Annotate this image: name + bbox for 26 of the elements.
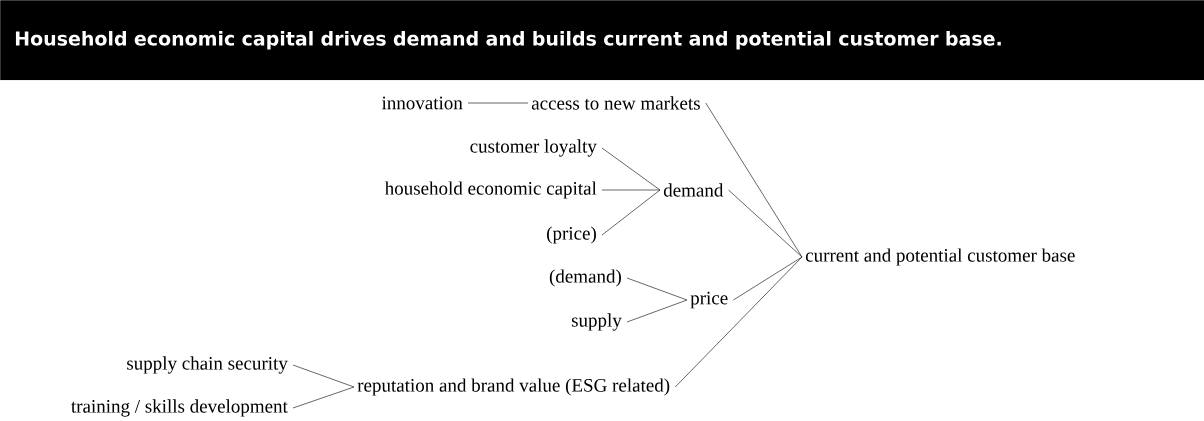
connector-line	[601, 189, 661, 236]
node-label: customer loyalty	[470, 139, 597, 157]
node-label: innovation	[381, 96, 463, 110]
title-bar: Household economic capital drives demand and builds current and potential customer base.	[0, 0, 1204, 81]
node-label: reputation and brand value (ESG related)	[357, 378, 670, 396]
node-label: supply chain security	[127, 356, 288, 374]
node-label: (demand)	[549, 269, 621, 287]
connector-line	[705, 102, 803, 258]
connector-line	[467, 102, 529, 104]
node-label: (price)	[547, 226, 596, 244]
node-label: current and potential customer base	[805, 248, 1075, 266]
connector-line	[601, 147, 661, 191]
connector-line	[626, 299, 688, 323]
connector-line	[674, 256, 803, 388]
connector-line	[292, 386, 355, 409]
connector-line	[626, 277, 688, 301]
node-label: access to new markets	[531, 96, 700, 110]
node-label: training / skills development	[71, 399, 288, 417]
node-label: demand	[663, 183, 724, 197]
connector-line	[733, 256, 803, 301]
node-label: household economic capital	[384, 181, 597, 199]
node-label: price	[690, 291, 728, 309]
connector-line	[601, 189, 661, 191]
connector-line	[728, 189, 803, 258]
node-label: supply	[571, 313, 622, 331]
connector-line	[292, 364, 355, 388]
